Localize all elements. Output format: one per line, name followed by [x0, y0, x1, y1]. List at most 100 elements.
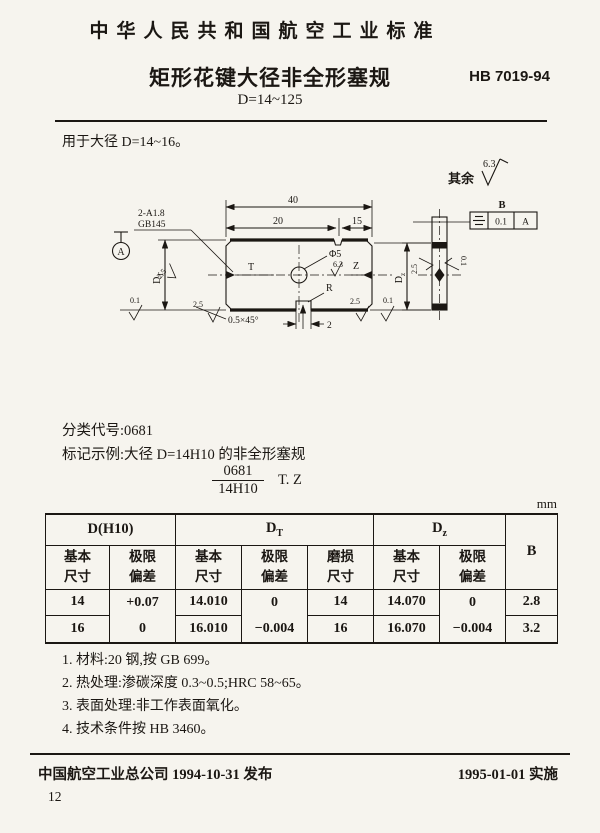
table-row: 16 16.010 16 16.070 3.2	[45, 615, 559, 643]
note-4: 4. 技术条件按 HB 3460。	[62, 722, 215, 737]
dim-15-label: 15	[352, 216, 362, 227]
technical-notes: 1. 材料:20 钢,按 GB 699。 2. 热处理:渗碳深度 0.3~0.5…	[62, 649, 310, 741]
roughness-flag-bottom-left: 0.1	[128, 296, 143, 321]
roughness-chamfer-value: 2.5	[193, 300, 203, 309]
cell-b: 2.8	[505, 588, 559, 617]
cell-dt-wear: 16	[307, 615, 375, 643]
implementation-date: 1995-01-01 实施	[457, 767, 558, 783]
header-rule	[55, 120, 547, 122]
dimension-table-section: D(H10) DT Dz B 基本 尺寸 极限 偏差 基本 尺寸 极限 偏差 磨…	[44, 513, 559, 644]
marking-example: 标记示例:大径 D=14H10 的非全形塞规	[62, 447, 306, 463]
dz-dev-top: 0	[469, 594, 477, 610]
marking-fraction: 0681 14H10 T. Z	[212, 463, 332, 498]
t-end-marker: T	[226, 262, 274, 279]
roughness-br1-value: 2.5	[350, 297, 360, 306]
dimension-table: D(H10) DT Dz B 基本 尺寸 极限 偏差 基本 尺寸 极限 偏差 磨…	[44, 513, 559, 644]
roughness-side-left-value: 2.5	[410, 264, 419, 274]
dz-main: D	[432, 520, 443, 537]
symmetry-symbol	[473, 215, 485, 226]
dimension-20: 20	[225, 216, 340, 236]
dz-dev-bottom: −0.004	[452, 620, 493, 636]
dt-dim-label: DT	[152, 272, 165, 284]
fraction-suffix: T. Z	[278, 472, 302, 488]
footer-rule	[30, 753, 570, 755]
note-1: 1. 材料:20 钢,按 GB 699。	[62, 653, 219, 668]
label-Z: Z	[353, 261, 359, 272]
dt-dev-bottom: −0.004	[254, 620, 295, 636]
datum-a-symbol: A	[111, 231, 131, 261]
diameter-range: D=14~125	[237, 92, 303, 108]
standard-code: HB 7019-94	[469, 68, 550, 85]
chamfer-label: 0.5×45°	[228, 315, 259, 326]
center-hole-note-line2: GB145	[138, 220, 166, 230]
rest-roughness-value: 6.3	[483, 159, 496, 170]
cell-dt-deviation: 0 −0.004	[241, 588, 309, 643]
dimension-40: 40	[225, 195, 373, 237]
hole-phi5: Φ5 6.3	[290, 249, 343, 284]
roughness-side-left: 2.5	[410, 257, 434, 274]
roughness-mark-bottom-right-2: 0.1	[380, 296, 395, 322]
dz-sub: z	[442, 528, 447, 540]
fraction-denominator: 14H10	[218, 481, 258, 497]
roughness-bottom-left-value: 0.1	[130, 296, 140, 305]
gauge-side-view: 2.5 0.1	[374, 209, 468, 320]
cell-dt-basic: 14.010	[175, 588, 243, 617]
feature-control-frame: B 0.1 A	[413, 200, 538, 230]
fcf-tolerance: 0.1	[495, 218, 507, 228]
th-d-deviation: 极限 偏差	[108, 544, 177, 590]
cell-d-basic: 16	[45, 615, 110, 643]
page-number: 12	[48, 789, 62, 804]
classification-code: 分类代号:0681	[62, 423, 154, 439]
dt-sub: T	[276, 528, 284, 540]
dt-main: D	[265, 520, 277, 537]
th-dt-deviation: 极限 偏差	[241, 544, 309, 590]
face-b-label: B	[498, 200, 505, 211]
label-T: T	[248, 262, 254, 273]
hole-roughness-label: 6.3	[333, 260, 343, 269]
document-title: 矩形花键大径非全形塞规	[149, 66, 391, 90]
cell-dz-basic: 14.070	[373, 588, 441, 617]
dim-20-label: 20	[273, 216, 283, 227]
fraction-numerator: 0681	[212, 463, 264, 481]
th-d-basic: 基本 尺寸	[45, 544, 110, 590]
slot-width-label: 2	[327, 321, 332, 331]
dz-dim-label: Dz	[394, 272, 407, 283]
title-row: 矩形花键大径非全形塞规 HB 7019-94	[40, 62, 560, 92]
fcf-datum: A	[522, 218, 529, 228]
cell-dt-basic: 16.010	[175, 615, 243, 643]
d-dev-top: +0.07	[126, 594, 159, 610]
cell-d-deviation: +0.07 0	[108, 588, 177, 643]
rest-roughness-note: 其余 6.3	[448, 158, 509, 187]
cell-b: 3.2	[505, 615, 559, 643]
note-3: 3. 表面处理:非工作表面氧化。	[62, 699, 248, 714]
issue-statement: 中国航空工业总公司 1994-10-31 发布	[38, 767, 273, 783]
slot-dimensions: R 2	[283, 283, 333, 331]
dimension-15: 15	[341, 216, 373, 232]
unit-label: mm	[536, 496, 557, 511]
label-R: R	[326, 283, 333, 294]
datum-a-letter: A	[117, 247, 125, 258]
gauge-body-front-view	[208, 238, 392, 322]
th-dz-basic: 基本 尺寸	[373, 544, 441, 590]
th-dz-deviation: 极限 偏差	[439, 544, 507, 590]
th-dt-basic: 基本 尺寸	[175, 544, 243, 590]
col-group-d: D(H10)	[44, 513, 177, 546]
hole-diameter-label: Φ5	[329, 249, 341, 260]
scope-note: 用于大径 D=14~16。	[62, 135, 190, 150]
note-2: 2. 热处理:渗碳深度 0.3~0.5;HRC 58~65。	[62, 676, 310, 691]
cell-dz-basic: 16.070	[373, 615, 441, 643]
dimension-dz: Dz	[394, 242, 431, 311]
dt-dev-top: 0	[271, 594, 279, 610]
dimension-dt: DT	[120, 239, 226, 311]
rest-roughness-prefix: 其余	[448, 171, 475, 186]
chamfer-note: 2.5 0.5×45°	[193, 300, 259, 326]
roughness-br2-value: 0.1	[383, 296, 393, 305]
col-group-dz: Dz	[373, 513, 507, 546]
col-b: B	[505, 513, 559, 590]
table-row: 14 +0.07 0 14.010 0 −0.004 14 14.070 0 −…	[45, 588, 559, 643]
roughness-mark-bottom-right-1: 2.5	[350, 297, 370, 322]
org-title: 中华人民共和国航空工业标准	[89, 21, 441, 42]
cell-dz-deviation: 0 −0.004	[439, 588, 507, 643]
th-dt-wear: 磨损 尺寸	[307, 544, 375, 590]
